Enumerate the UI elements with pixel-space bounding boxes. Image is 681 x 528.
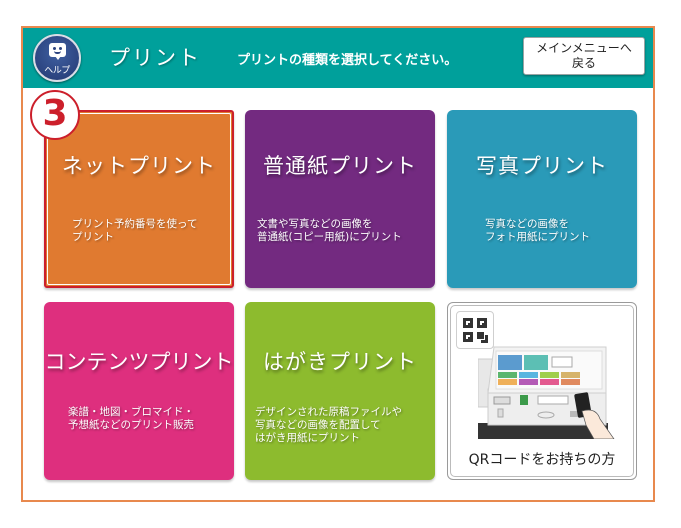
help-button[interactable]: ヘルプ: [33, 34, 81, 82]
help-chat-icon: [49, 43, 66, 60]
tile-title: ネットプリント: [62, 154, 216, 178]
qr-code-icon: [456, 311, 494, 349]
back-to-main-menu-button[interactable]: メインメニューへ 戻る: [523, 37, 645, 75]
print-selection-panel: ヘルプ プリント プリントの種類を選択してください。 メインメニューへ 戻る ネ…: [21, 26, 655, 502]
tile-description: プリント予約番号を使って プリント: [72, 218, 198, 243]
tile-net-print[interactable]: ネットプリント プリント予約番号を使って プリント: [44, 110, 234, 288]
instruction-text: プリントの種類を選択してください。: [237, 53, 458, 68]
help-eye-icon: [59, 47, 62, 50]
tile-title: 普通紙プリント: [263, 154, 417, 178]
tile-qr-inner-border: [450, 305, 634, 477]
header-bar: ヘルプ プリント プリントの種類を選択してください。 メインメニューへ 戻る: [23, 28, 653, 88]
tile-description: 楽譜・地図・ブロマイド・ 予想紙などのプリント販売: [68, 406, 194, 431]
main-menu-button-line1: メインメニューへ: [536, 41, 632, 55]
print-kiosk-illustration: [478, 346, 615, 439]
tile-title: はがきプリント: [263, 350, 417, 374]
page-title: プリント: [109, 46, 201, 70]
tile-qr-code[interactable]: QRコードをお持ちの方: [447, 302, 637, 480]
tile-description: 写真などの画像を フォト用紙にプリント: [485, 218, 590, 243]
tile-photo-print[interactable]: 写真プリント 写真などの画像を フォト用紙にプリント: [447, 110, 637, 288]
tile-description: デザインされた原稿ファイルや 写真などの画像を配置して はがき用紙にプリント: [255, 406, 402, 444]
tile-title: 写真プリント: [476, 154, 608, 178]
help-smile-icon: [54, 51, 61, 54]
help-label: ヘルプ: [44, 66, 70, 76]
tile-title: コンテンツプリント: [44, 350, 234, 374]
tile-description: 文書や写真などの画像を 普通紙(コピー用紙)にプリント: [257, 218, 402, 243]
step-number-badge: 3: [30, 90, 80, 140]
main-menu-button-line2: 戻る: [571, 56, 596, 70]
help-eye-icon: [53, 47, 56, 50]
tile-plain-paper-print[interactable]: 普通紙プリント 文書や写真などの画像を 普通紙(コピー用紙)にプリント: [245, 110, 435, 288]
tile-contents-print[interactable]: コンテンツプリント 楽譜・地図・ブロマイド・ 予想紙などのプリント販売: [44, 302, 234, 480]
tile-title: QRコードをお持ちの方: [468, 452, 616, 468]
tile-hagaki-print[interactable]: はがきプリント デザインされた原稿ファイルや 写真などの画像を配置して はがき用…: [245, 302, 435, 480]
